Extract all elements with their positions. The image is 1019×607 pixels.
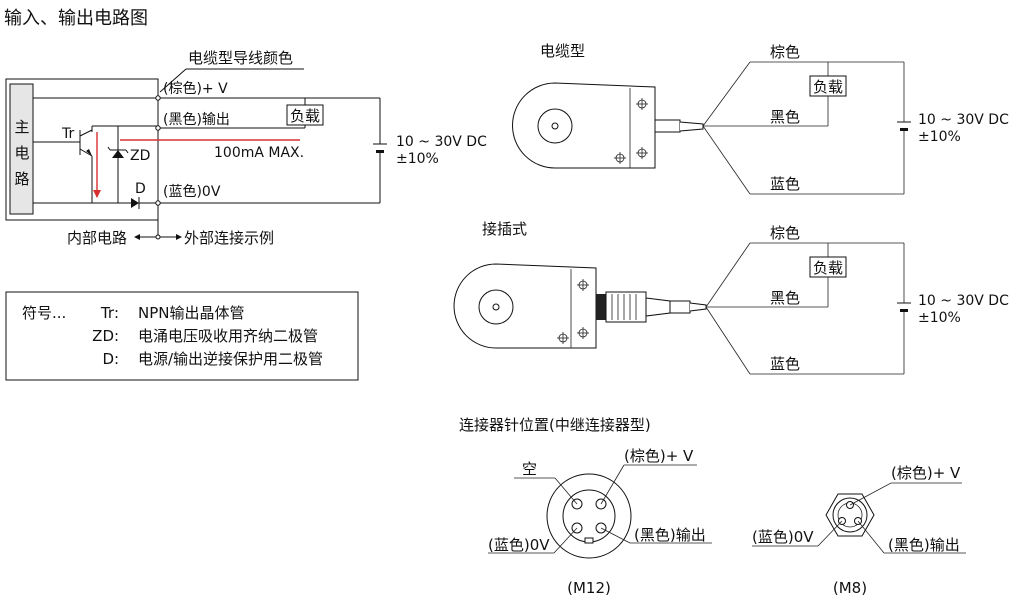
main-circuit-char-1: 主	[14, 118, 29, 136]
cable-brown-label: 棕色	[770, 43, 800, 61]
m12-empty-label: 空	[522, 460, 537, 478]
legend-sym: D	[102, 350, 114, 368]
legend-prefix: 符号...	[22, 304, 66, 322]
cable-black-label: 黑色	[770, 108, 800, 126]
connector-type-title: 接插式	[482, 220, 527, 238]
connector-black-label: 黑色	[770, 289, 800, 307]
legend-sep: :	[114, 327, 119, 345]
load-label: 负载	[290, 107, 320, 125]
pin-layout-title: 连接器针位置(中继连接器型)	[459, 416, 651, 434]
cable-supply-label: 10 ~ 30V DC	[918, 112, 1009, 128]
m8-caption: (M8)	[833, 579, 867, 597]
cable-strain-relief	[654, 119, 681, 133]
main-circuit-char-3: 路	[14, 170, 29, 188]
connector-plug	[605, 291, 647, 323]
cable-tolerance-label: ±10%	[918, 129, 961, 145]
main-circuit-char-2: 电	[14, 144, 29, 162]
blue-0v-label: (蓝色)0V	[163, 183, 221, 200]
black-output-label: (黑色)输出	[163, 111, 230, 128]
legend-desc: NPN输出晶体管	[138, 304, 245, 322]
connector-tolerance-label: ±10%	[918, 310, 961, 326]
zd-label: ZD	[130, 148, 150, 164]
supply-label: 10 ~ 30V DC	[396, 134, 487, 150]
external-example-label: 外部连接示例	[184, 229, 274, 247]
brown-plus-v-label: (棕色)+ V	[163, 80, 228, 97]
cable-type-title: 电缆型	[540, 42, 585, 60]
connector-brown-label: 棕色	[770, 224, 800, 242]
m12-black-label: (黑色)输出	[634, 526, 706, 544]
cable-type-diagram: 电缆型 棕色 黑色 蓝色 负载 10 ~ 30V DC ±10%	[512, 42, 1009, 195]
mount-hole-icon	[636, 98, 648, 110]
m12-pin-layout: 空 (棕色)+ V (蓝色)0V (黑色)输出 (M12)	[488, 447, 712, 597]
legend-desc: 电涌电压吸收用齐纳二极管	[138, 327, 318, 345]
current-label: 100mA MAX.	[214, 145, 304, 161]
connector-sensor-body	[453, 263, 597, 349]
legend-sep: :	[114, 304, 119, 322]
diode-d	[131, 198, 139, 208]
connector-supply-label: 10 ~ 30V DC	[918, 293, 1009, 309]
legend-sep: :	[114, 350, 119, 368]
m12-caption: (M12)	[567, 579, 611, 597]
tolerance-label: ±10%	[396, 151, 439, 167]
symbol-legend: 符号... Tr : NPN输出晶体管 ZD : 电涌电压吸收用齐纳二极管 D …	[5, 291, 359, 381]
mount-hole-icon	[614, 152, 626, 164]
cable-blue-label: 蓝色	[770, 175, 800, 193]
m8-pin-layout: (棕色)+ V (蓝色)0V (黑色)输出 (M8)	[752, 464, 966, 597]
internal-circuit-box	[5, 78, 159, 221]
mount-hole-icon	[557, 332, 569, 344]
internal-circuit: 主 电 路 Tr ZD D	[5, 49, 487, 247]
cable-load-label: 负载	[813, 78, 843, 96]
connector-blue-label: 蓝色	[770, 355, 800, 373]
connector-load-label: 负载	[813, 259, 843, 277]
connector-type-diagram: 接插式 棕色 黑色 蓝色 负载 10 ~ 30V	[453, 220, 1009, 375]
tr-label: Tr	[61, 126, 74, 142]
m8-black-label: (黑色)输出	[888, 536, 960, 554]
cable-sensor-body	[512, 82, 656, 169]
legend-desc: 电源/输出逆接保护用二极管	[138, 350, 323, 368]
legend-box	[5, 291, 359, 381]
m12-blue-label: (蓝色)0V	[488, 536, 550, 554]
legend-sym: Tr	[100, 304, 115, 322]
main-circuit-block	[9, 83, 34, 215]
page-title: 输入、输出电路图	[4, 8, 148, 29]
d-label: D	[135, 181, 146, 197]
m8-brown-label: (棕色)+ V	[891, 464, 961, 482]
cable-color-caption: 电缆型导线颜色	[188, 49, 293, 67]
internal-circuit-label: 内部电路	[67, 229, 127, 247]
mount-hole-icon	[636, 147, 648, 159]
legend-sym: ZD	[92, 327, 114, 345]
mount-hole-icon	[577, 327, 589, 339]
m12-brown-label: (棕色)+ V	[624, 447, 694, 465]
m8-blue-label: (蓝色)0V	[752, 528, 814, 546]
mount-hole-icon	[577, 279, 589, 291]
connector-nut	[596, 294, 606, 320]
